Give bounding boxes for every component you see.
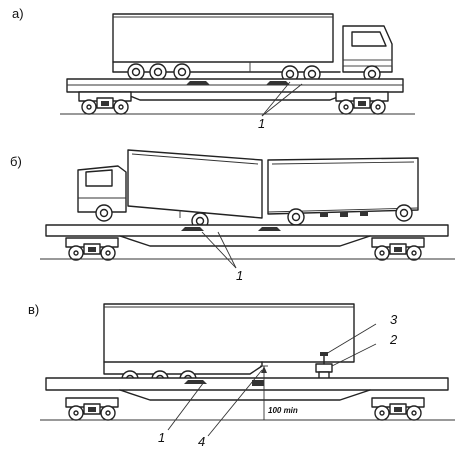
- panel-b-label: б): [10, 154, 22, 169]
- panel-b: б): [10, 149, 455, 283]
- flatcar-a: [60, 78, 415, 115]
- callout-label: 2: [389, 332, 398, 347]
- callout-label: 3: [390, 312, 398, 327]
- trailer-b-1: [127, 149, 263, 220]
- panel-c: в): [28, 302, 455, 449]
- flatcar-b: [40, 224, 455, 261]
- cab-b: [77, 165, 127, 213]
- trailer-b-2: [267, 157, 419, 217]
- callout-label: 1: [236, 268, 243, 283]
- dimension-100: 100 min: [260, 365, 298, 420]
- callouts-c: 1 2 3 4: [158, 312, 398, 449]
- dimension-label: 100 min: [268, 406, 298, 415]
- cab-a: [342, 25, 393, 73]
- panel-a: а): [12, 6, 415, 131]
- flatcar-c: [40, 377, 455, 421]
- callout-label: 1: [158, 430, 165, 445]
- callout-1-a: 1: [258, 81, 303, 131]
- trailer-c: [103, 303, 355, 375]
- callout-label: 1: [258, 116, 265, 131]
- support-stand: [315, 352, 333, 383]
- panel-a-label: а): [12, 6, 24, 21]
- panel-c-label: в): [28, 302, 39, 317]
- callout-label: 4: [198, 434, 205, 449]
- trailer-a: [112, 13, 341, 73]
- callout-1-b: 1: [201, 231, 243, 283]
